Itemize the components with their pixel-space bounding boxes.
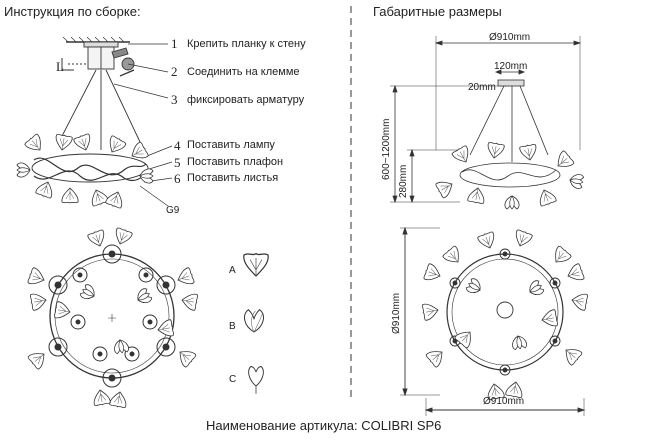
step-text: фиксировать арматуру xyxy=(187,94,305,106)
step-number: 4 xyxy=(174,138,181,153)
hook-callout: G9 xyxy=(166,205,180,216)
step-number: 1 xyxy=(171,36,178,51)
dim-top-width: Ø910mm xyxy=(489,32,531,43)
dim-drop-range: 600~1200mm xyxy=(381,118,392,180)
assembly-drawing xyxy=(31,36,173,207)
assembly-title: Инструкция по сборке: xyxy=(4,4,141,19)
dim-plan-vertical: Ø910mm xyxy=(391,292,402,334)
dim-mount-width: 20mm xyxy=(468,82,496,93)
plan-view-left xyxy=(48,244,176,388)
step-text: Поставить листья xyxy=(187,172,279,184)
leaf-label-b: B xyxy=(229,321,236,332)
dim-body-height: 280mm xyxy=(398,164,409,198)
step-text: Крепить планку к стену xyxy=(187,38,306,50)
step-number: 5 xyxy=(174,155,181,170)
dimensions-title: Габаритные размеры xyxy=(373,4,502,19)
article-name: Наименование артикула: COLIBRI SP6 xyxy=(206,418,442,433)
leaf-label-c: C xyxy=(229,374,237,385)
dim-plan-bottom: Ø910mm xyxy=(483,396,525,407)
step-text: Поставить плафон xyxy=(187,156,284,168)
ceiling-callout: L xyxy=(56,59,64,74)
step-text: Поставить лампу xyxy=(187,139,275,151)
leaf-legend-shapes xyxy=(243,252,269,394)
elevation-view xyxy=(390,36,582,204)
step-number: 6 xyxy=(174,171,181,186)
step-number: 2 xyxy=(171,64,178,79)
step-number: 3 xyxy=(171,92,178,107)
plan-view-right xyxy=(400,226,586,416)
assembly-leaves xyxy=(16,132,154,210)
step-text: Соединить на клемме xyxy=(187,66,300,78)
dim-canopy-width: 120mm xyxy=(494,61,528,72)
leaf-label-a: A xyxy=(229,265,236,276)
